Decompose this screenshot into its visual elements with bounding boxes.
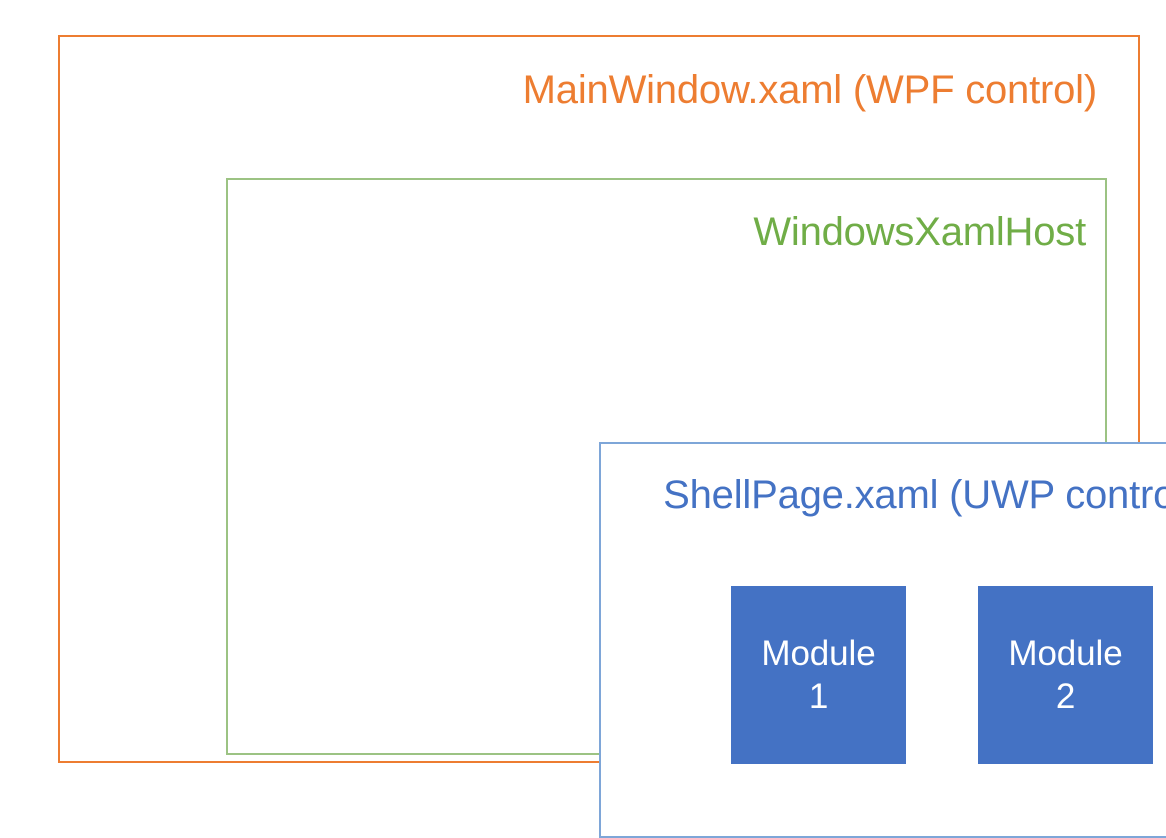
module-1-name: Module — [761, 634, 876, 673]
module-1-tile[interactable]: Module 1 — [731, 586, 906, 764]
mainwindow-wpf-container: MainWindow.xaml (WPF control) WindowsXam… — [58, 35, 1166, 838]
module-2-tile[interactable]: Module 2 — [978, 586, 1153, 764]
diagram-canvas: MainWindow.xaml (WPF control) WindowsXam… — [58, 35, 1166, 838]
module-1-number: 1 — [808, 677, 829, 716]
windowsxamlhost-label: WindowsXamlHost — [753, 210, 1086, 254]
windowsxamlhost-container: WindowsXamlHost ShellPage.xaml (UWP cont… — [226, 178, 1166, 838]
shellpage-uwp-container: ShellPage.xaml (UWP control) Module 1 Mo… — [599, 442, 1166, 838]
shellpage-uwp-label: ShellPage.xaml (UWP control) — [663, 473, 1166, 517]
module-2-name: Module — [1008, 634, 1123, 673]
mainwindow-wpf-label: MainWindow.xaml (WPF control) — [522, 68, 1098, 112]
module-2-number: 2 — [1055, 677, 1076, 716]
